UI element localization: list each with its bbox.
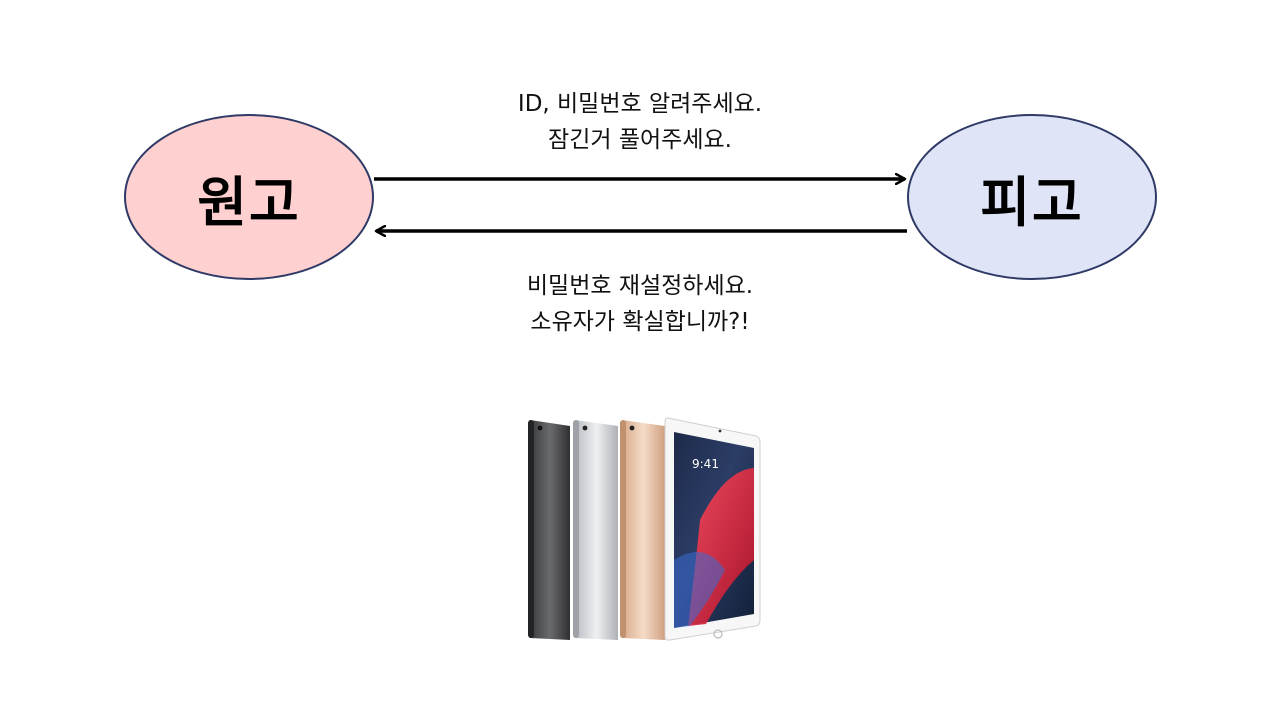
- response-line-1: 비밀번호 재설정하세요.: [526, 273, 754, 299]
- tablet-gold: [620, 420, 665, 640]
- response-message: 비밀번호 재설정하세요. 소유자가 확실합니까?!: [390, 268, 890, 340]
- tablet-front: 9:41: [664, 417, 761, 641]
- tablet-icon: 9:41: [520, 410, 770, 650]
- defendant-node: 피고: [907, 114, 1157, 280]
- request-line-2: 잠긴거 풀어주세요.: [548, 127, 732, 153]
- request-message: ID, 비밀번호 알려주세요. 잠긴거 풀어주세요.: [390, 86, 890, 158]
- tablet-space-gray: [528, 420, 570, 640]
- tablet-clock: 9:41: [692, 457, 719, 471]
- plaintiff-label: 원고: [197, 170, 301, 234]
- tablet-silver: [573, 420, 618, 640]
- response-line-2: 소유자가 확실합니까?!: [530, 309, 750, 335]
- request-line-1: ID, 비밀번호 알려주세요.: [517, 91, 763, 117]
- plaintiff-node: 원고: [124, 114, 374, 280]
- defendant-label: 피고: [980, 170, 1084, 234]
- tablet-illustration: 9:41: [528, 417, 761, 641]
